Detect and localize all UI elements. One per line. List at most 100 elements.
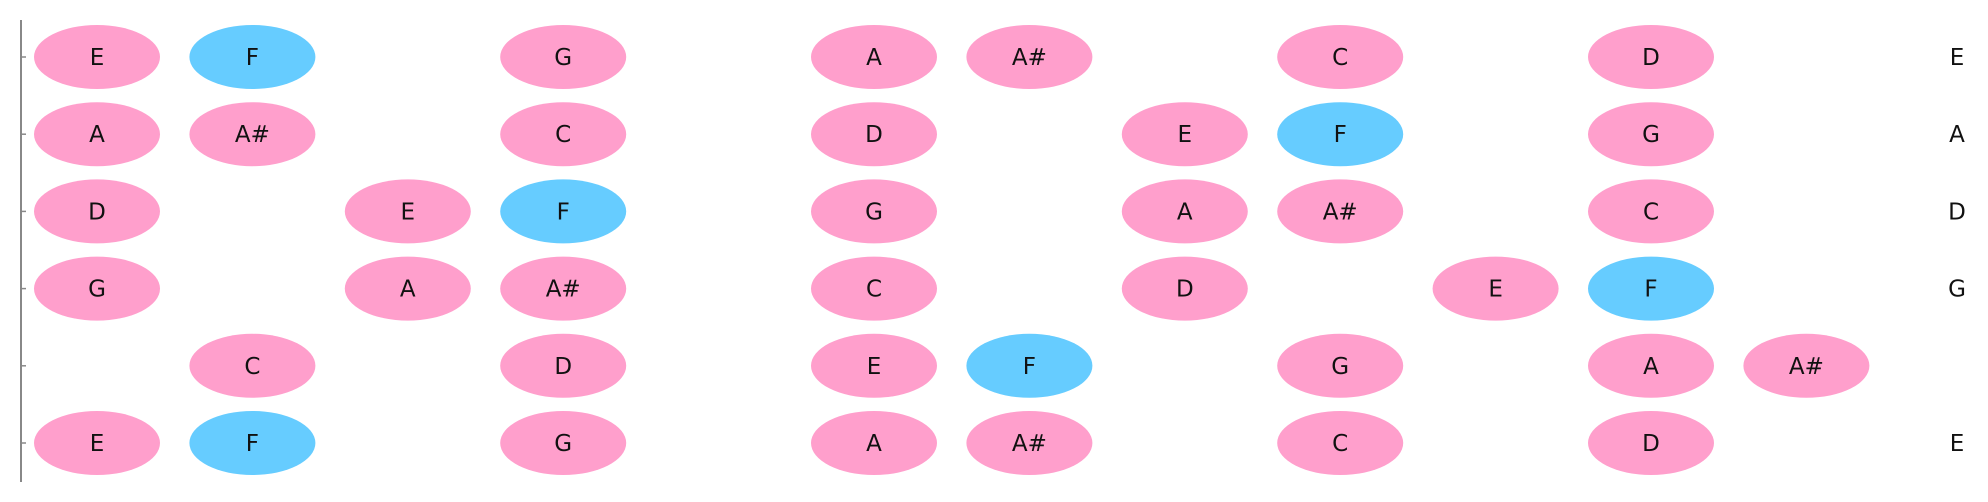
note-label: A# [1012, 431, 1047, 457]
note-marker: G [811, 179, 937, 244]
note-ellipse [811, 25, 937, 89]
note-ellipse [966, 25, 1093, 89]
note-ellipse [34, 102, 160, 167]
note-marker: F [1588, 256, 1714, 321]
note-ellipse [811, 256, 937, 321]
note-label: A# [546, 277, 581, 303]
note-ellipse-highlight [189, 411, 316, 475]
note-ellipse [1588, 25, 1714, 89]
note-ellipse [34, 179, 160, 244]
note-ellipse [189, 102, 316, 167]
note-label: E [1178, 122, 1193, 148]
note-label: E [90, 431, 105, 457]
note-label: C [244, 354, 260, 380]
note-label: D [88, 199, 106, 225]
string-end-label: E [1950, 45, 1965, 71]
note-ellipse-highlight [1588, 256, 1714, 321]
string-end-label: E [1950, 431, 1965, 457]
nut-line [20, 20, 26, 482]
note-label: E [90, 45, 105, 71]
note-label: D [554, 354, 572, 380]
note-marker: G [34, 256, 160, 321]
note-ellipse [1121, 256, 1248, 321]
note-marker: A# [966, 411, 1093, 475]
note-marker: A [1588, 333, 1714, 398]
note-label: A# [235, 122, 270, 148]
note-marker: G [500, 25, 627, 89]
string-end-label: D [1948, 199, 1966, 225]
note-marker: E [34, 25, 160, 89]
note-label: E [401, 199, 416, 225]
note-ellipse [500, 25, 627, 89]
note-ellipse [811, 179, 937, 244]
note-marker: C [811, 256, 937, 321]
note-label: A [1177, 199, 1193, 225]
note-ellipse-highlight [966, 333, 1093, 398]
note-label: F [246, 45, 259, 71]
note-ellipse [189, 333, 316, 398]
note-label: A [866, 431, 882, 457]
note-ellipse-highlight [1277, 102, 1404, 167]
note-label: F [1334, 122, 1347, 148]
note-ellipse [1277, 25, 1404, 89]
note-ellipse [811, 333, 937, 398]
note-label: A# [1323, 199, 1358, 225]
note-label: C [1332, 45, 1348, 71]
note-ellipse-highlight [500, 179, 627, 244]
note-label: E [867, 354, 882, 380]
note-ellipse [500, 256, 627, 321]
note-marker: A# [1277, 179, 1404, 244]
note-label: G [1331, 354, 1349, 380]
note-ellipse [1277, 333, 1404, 398]
note-marker: F [966, 333, 1093, 398]
note-label: F [1023, 354, 1036, 380]
note-label: A [89, 122, 105, 148]
note-ellipse [34, 411, 160, 475]
note-marker: C [500, 102, 627, 167]
note-label: F [557, 199, 570, 225]
note-ellipse [1588, 333, 1714, 398]
note-label: E [1488, 277, 1503, 303]
note-label: G [554, 431, 572, 457]
note-ellipse [1121, 179, 1248, 244]
note-marker: D [1588, 411, 1714, 475]
note-marker: E [1121, 102, 1248, 167]
note-marker: F [189, 411, 316, 475]
string-end-label: A [1949, 122, 1965, 148]
note-label: D [1176, 277, 1194, 303]
note-ellipse [500, 102, 627, 167]
note-label: A [400, 277, 416, 303]
note-label: C [866, 277, 882, 303]
note-label: C [1332, 431, 1348, 457]
note-marker: D [1121, 256, 1248, 321]
note-marker: D [500, 333, 627, 398]
note-label: F [1644, 277, 1657, 303]
note-ellipse [1277, 179, 1404, 244]
note-marker: A [811, 25, 937, 89]
note-marker: C [189, 333, 316, 398]
note-label: A [1643, 354, 1659, 380]
note-label: G [865, 199, 883, 225]
note-label: G [1642, 122, 1660, 148]
note-marker: A [344, 256, 471, 321]
note-ellipse [500, 411, 627, 475]
note-marker: E [34, 411, 160, 475]
note-ellipse [966, 411, 1093, 475]
note-ellipse [811, 102, 937, 167]
note-marker: G [1277, 333, 1404, 398]
note-marker: A [811, 411, 937, 475]
note-ellipse [1121, 102, 1248, 167]
note-marker: D [1588, 25, 1714, 89]
note-label: G [554, 45, 572, 71]
note-marker: A [1121, 179, 1248, 244]
note-marker: D [811, 102, 937, 167]
note-marker: A# [500, 256, 627, 321]
note-ellipse [1588, 102, 1714, 167]
note-marker: E [811, 333, 937, 398]
note-marker: D [34, 179, 160, 244]
note-marker: G [500, 411, 627, 475]
note-marker: G [1588, 102, 1714, 167]
note-label: A# [1012, 45, 1047, 71]
